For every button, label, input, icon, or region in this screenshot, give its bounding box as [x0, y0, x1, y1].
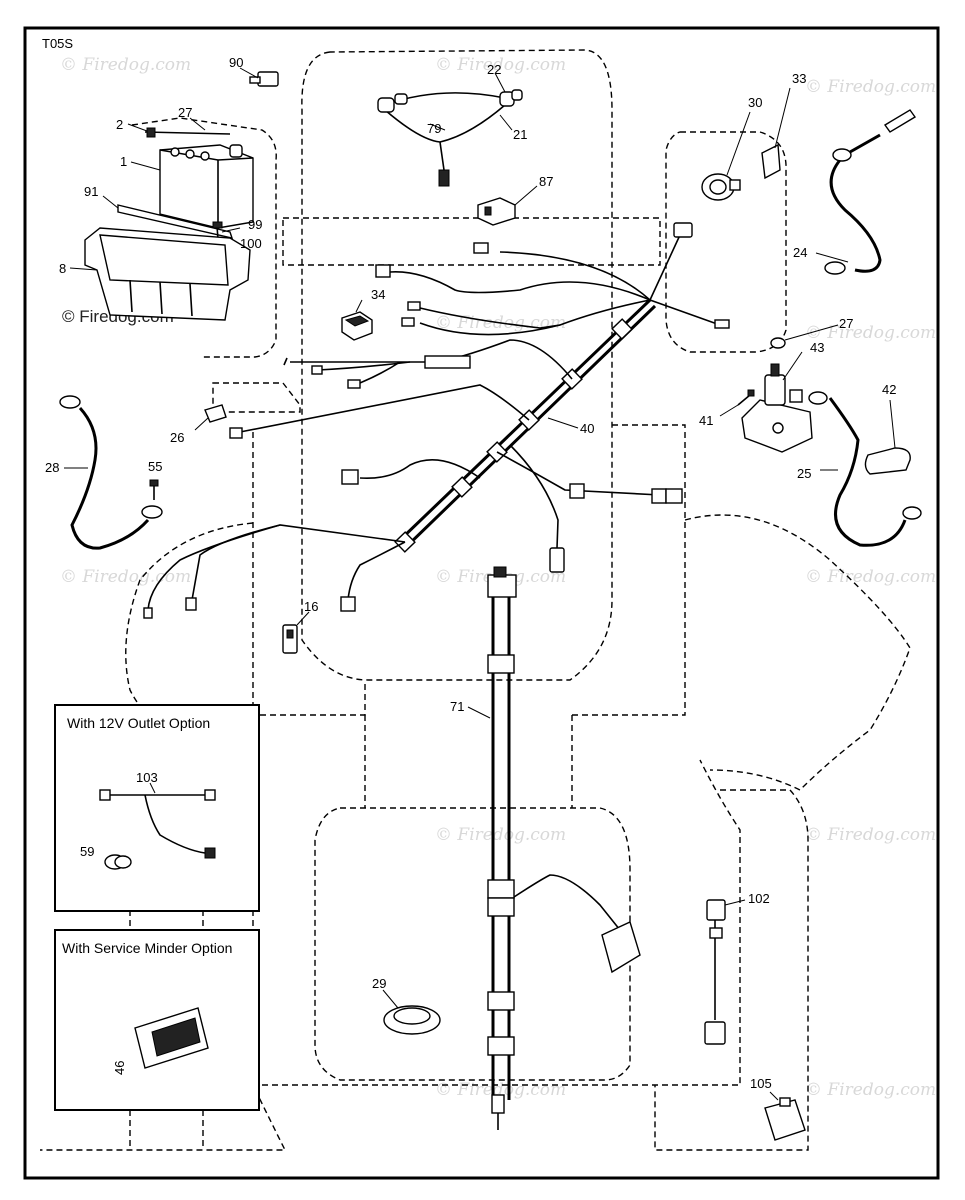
label-34: 34: [371, 287, 385, 302]
label-90: 90: [229, 55, 243, 70]
label-55: 55: [148, 459, 162, 474]
part-42-boot: [864, 399, 911, 475]
part-24-cable: [815, 109, 917, 275]
part-102-connector: [704, 899, 746, 1045]
part-41-bolt: [719, 389, 755, 417]
watermark: © Firedog.com: [805, 323, 936, 343]
watermark: © Firedog.com: [435, 825, 566, 845]
label-8: 8: [59, 261, 66, 276]
part-33-plate: [761, 87, 791, 180]
part-25-cable: [808, 391, 922, 547]
label-102: 102: [748, 891, 770, 906]
part-43-solenoid: [741, 351, 813, 453]
part-30-key-switch: [701, 111, 751, 201]
label-79: 79: [427, 121, 441, 136]
part-34-switch: [341, 299, 373, 341]
label-105: 105: [750, 1076, 772, 1091]
label-1: 1: [120, 154, 127, 169]
part-26-fuse: [194, 404, 227, 431]
diagram-code: T05S: [42, 36, 73, 51]
option-box-service-minder: With Service Minder Option: [54, 929, 260, 1111]
part-1-battery: [130, 144, 254, 229]
part-91-strap: [102, 195, 234, 239]
part-labels: 90 27 2 1 91 99 100 8 22 79 21 87 30 33 …: [45, 55, 896, 1091]
part-29-grommet: [382, 989, 441, 1035]
part-105-switch: [764, 1091, 806, 1141]
label-40: 40: [580, 421, 594, 436]
part-87-relay: [477, 185, 538, 226]
watermark: © Firedog.com: [805, 77, 936, 97]
label-28: 28: [45, 460, 59, 475]
part-71-harness: [467, 566, 641, 1130]
label-25: 25: [797, 466, 811, 481]
option-title-12v-outlet: With 12V Outlet Option: [67, 715, 210, 731]
label-99: 99: [248, 217, 262, 232]
watermark: © Firedog.com: [805, 825, 936, 845]
part-8-battery-tray: [69, 227, 251, 321]
part-90-connector: [239, 67, 279, 87]
battery-group-outline: [131, 117, 277, 358]
label-87: 87: [539, 174, 553, 189]
option-box-12v-outlet: With 12V Outlet Option: [54, 704, 260, 912]
label-24: 24: [793, 245, 807, 260]
label-2: 2: [116, 117, 123, 132]
watermark: © Firedog.com: [805, 567, 936, 587]
watermark: © Firedog.com: [60, 55, 191, 75]
part-27-washer: [770, 324, 839, 349]
label-100: 100: [240, 236, 262, 251]
watermark: © Firedog.com: [60, 567, 191, 587]
watermark: © Firedog.com: [435, 55, 566, 75]
part-2-bolt: [127, 117, 231, 138]
label-26: 26: [170, 430, 184, 445]
part-28-cable: [59, 395, 163, 550]
label-29: 29: [372, 976, 386, 991]
diagram-frame: [23, 26, 940, 1180]
label-21: 21: [513, 127, 527, 142]
part-55-bolt: [149, 479, 159, 500]
label-30: 30: [748, 95, 762, 110]
label-91: 91: [84, 184, 98, 199]
label-71: 71: [450, 699, 464, 714]
option-title-service-minder: With Service Minder Option: [62, 940, 232, 956]
label-42: 42: [882, 382, 896, 397]
part-21-harness: [377, 72, 523, 187]
label-33: 33: [792, 71, 806, 86]
label-59: 59: [80, 844, 94, 859]
switch-group-outline: [665, 131, 787, 353]
label-27: 27: [178, 105, 192, 120]
label-43: 43: [810, 340, 824, 355]
label-103: 103: [136, 770, 158, 785]
label-41: 41: [699, 413, 713, 428]
label-16: 16: [304, 599, 318, 614]
part-40-main-harness: [143, 222, 730, 619]
label-46: 46: [112, 1061, 127, 1075]
label-22: 22: [487, 62, 501, 77]
part-16-connector: [282, 611, 310, 654]
label-27: 27: [839, 316, 853, 331]
watermark: © Firedog.com: [805, 1080, 936, 1100]
